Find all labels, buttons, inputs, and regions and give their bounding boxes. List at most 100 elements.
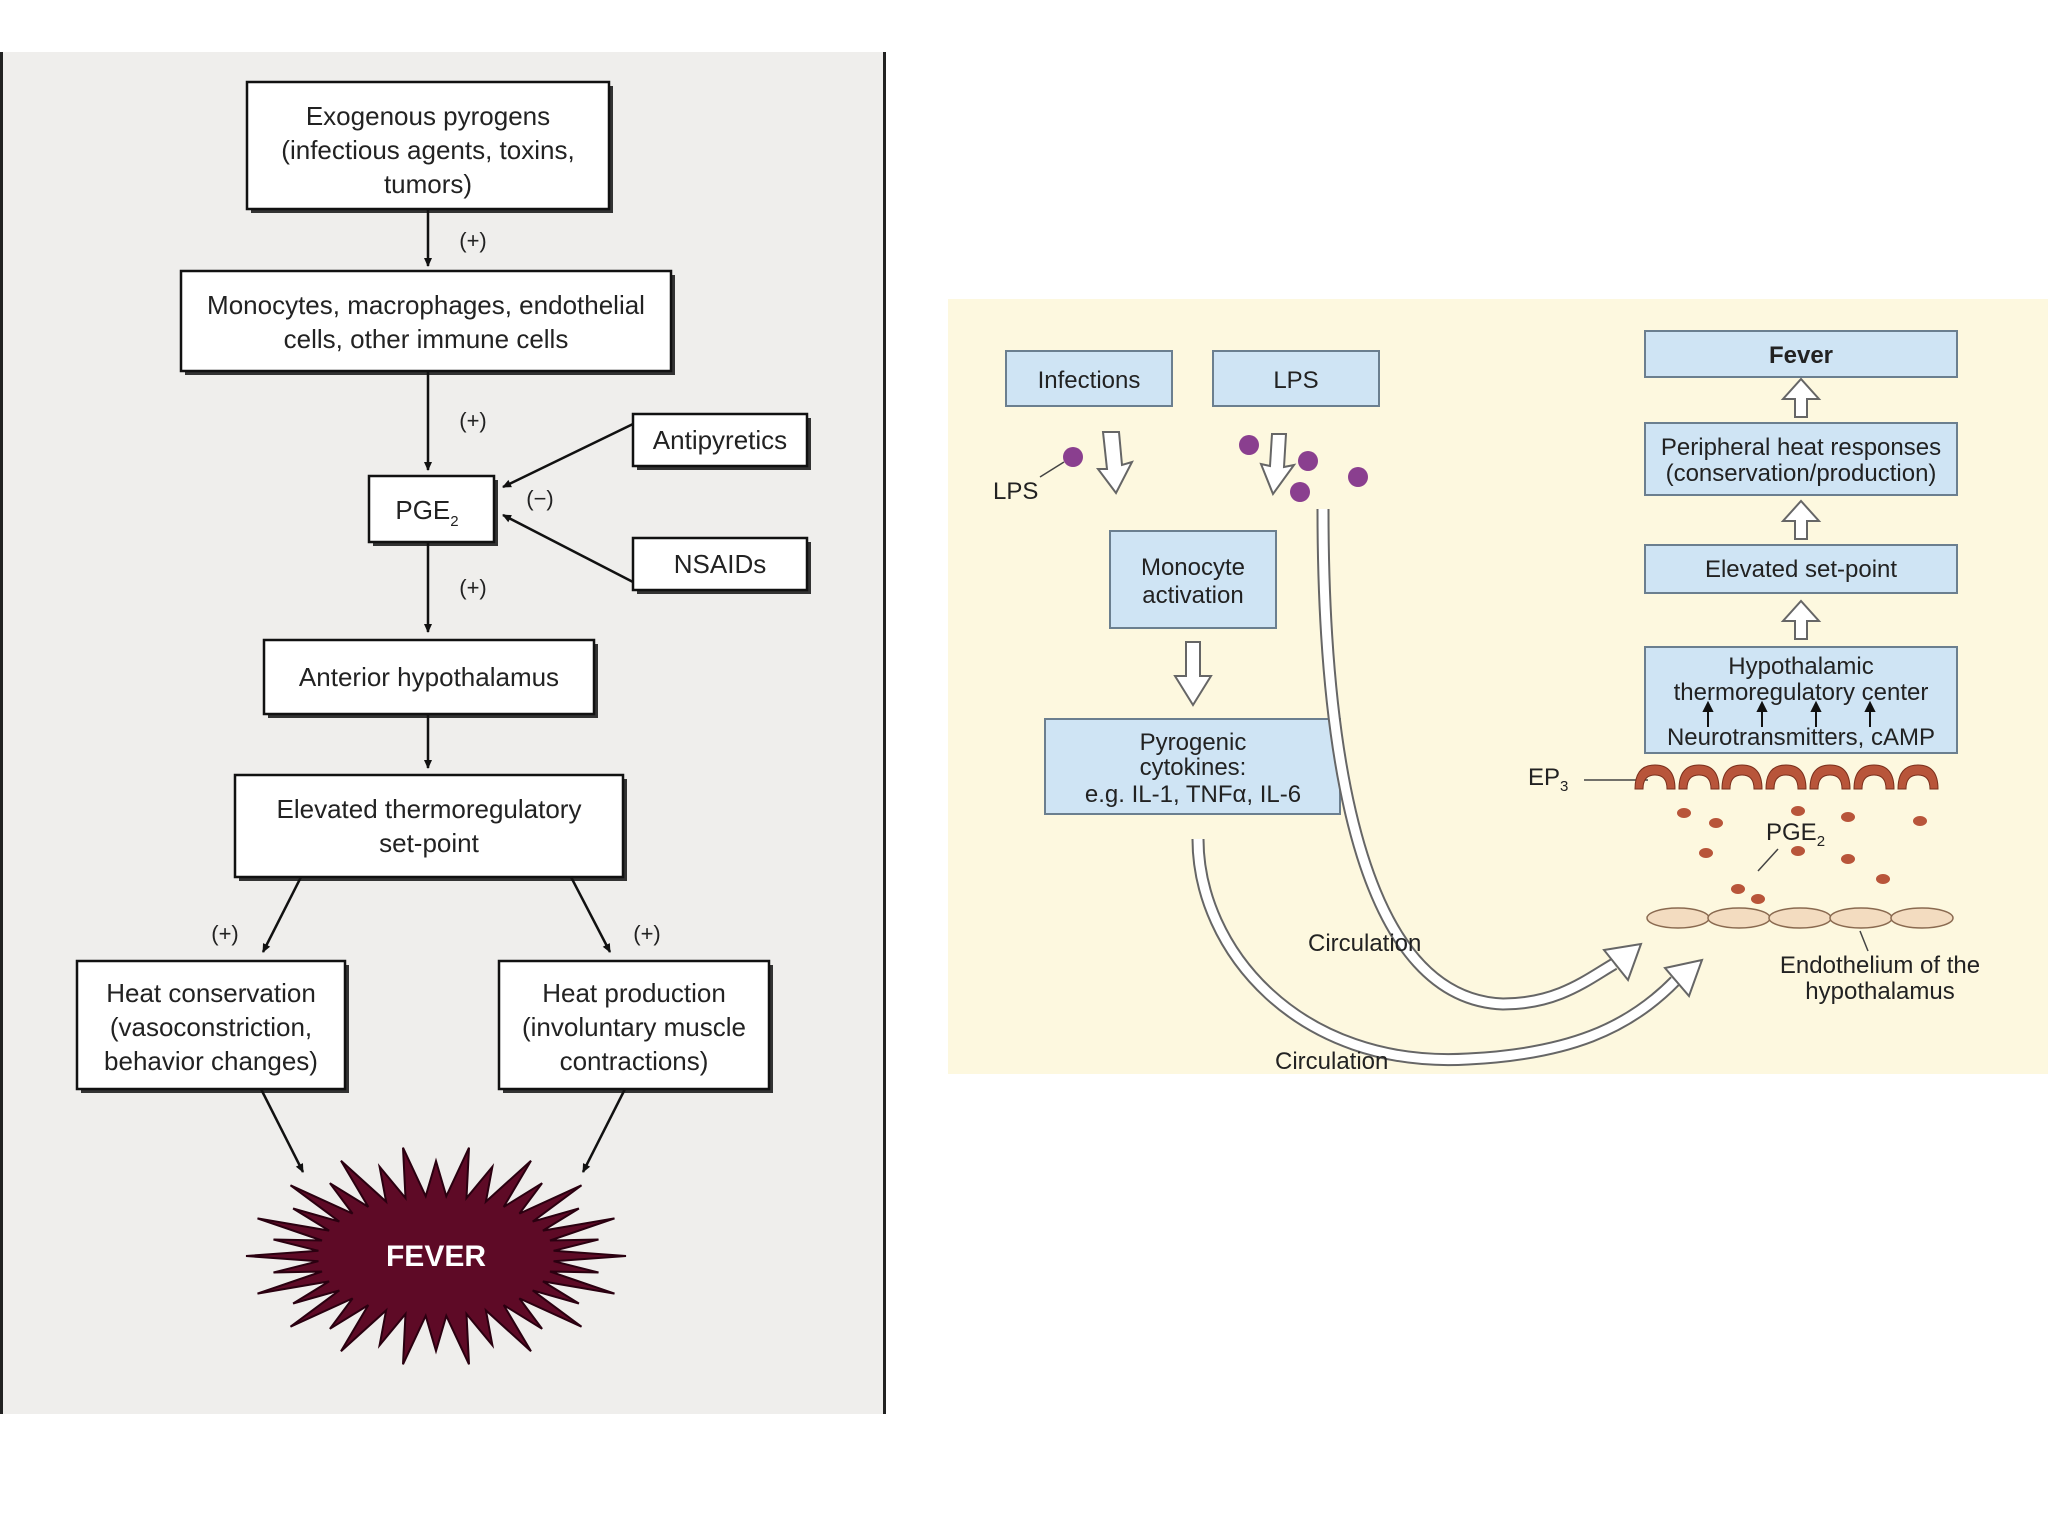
cells-box: Monocytes, macrophages, endothelial cell… — [179, 269, 675, 375]
neurotransmitter-arrows — [1702, 700, 1876, 727]
antipyretics-box: Antipyretics — [631, 412, 811, 470]
sign-plus-5: (+) — [633, 921, 661, 946]
lps-label-leader — [1039, 461, 1065, 478]
cells-line-2: cells, other immune cells — [284, 324, 569, 354]
production-line-1: Heat production — [542, 978, 726, 1008]
endothelium-cells — [1646, 907, 1954, 929]
hypo-line-1: Hypothalamic — [1728, 653, 1873, 680]
lps-particle — [1063, 447, 1083, 467]
circulation-label-1: Circulation — [1308, 930, 1421, 957]
cytokines-line-3: e.g. IL-1, TNFα, IL-6 — [1085, 781, 1301, 808]
sign-minus: (−) — [526, 486, 554, 511]
setpoint-line-1: Elevated thermoregulatory — [277, 794, 582, 824]
pge2-molecules — [1677, 806, 1927, 904]
peripheral-line-2: (conservation/production) — [1666, 460, 1937, 487]
hypothalamus-label: Anterior hypothalamus — [299, 662, 559, 692]
endothelium-line-1: Endothelium of the — [1780, 952, 1980, 979]
fever-burst-label: FEVER — [386, 1240, 486, 1273]
pge2-molecule — [1913, 816, 1927, 826]
sign-plus-4: (+) — [211, 921, 239, 946]
pyrogens-line-3: tumors) — [384, 169, 472, 199]
lps-box-label: LPS — [1273, 367, 1318, 394]
infections-label: Infections — [1038, 367, 1141, 394]
arrow-antipyretics-to-pge — [502, 422, 634, 489]
production-box: Heat production (involuntary muscle cont… — [497, 959, 773, 1093]
lps-particle — [1298, 451, 1318, 471]
svg-text:PGE2: PGE2 — [395, 495, 458, 530]
monocyte-line-2: activation — [1142, 582, 1243, 609]
fever-label: Fever — [1769, 342, 1833, 369]
pge2-molecule — [1791, 846, 1805, 856]
ep3-receptor — [1721, 764, 1763, 790]
cytokines-box: Pyrogenic cytokines: e.g. IL-1, TNFα, IL… — [1044, 718, 1341, 815]
pge2-molecule — [1841, 812, 1855, 822]
pyrogens-box: Exogenous pyrogens (infectious agents, t… — [245, 80, 613, 213]
hypo-line-2: thermoregulatory center — [1674, 679, 1929, 706]
elevated-setpoint-label: Elevated set-point — [1705, 556, 1897, 583]
hypothalamic-center-box: Hypothalamic thermoregulatory center Neu… — [1644, 646, 1958, 754]
circulation-arrowhead-2 — [1663, 958, 1704, 998]
peripheral-line-1: Peripheral heat responses — [1661, 434, 1941, 461]
lps-particle — [1290, 482, 1310, 502]
endothelium-cell — [1646, 907, 1710, 929]
pge-box: PGE2 — [367, 474, 498, 546]
endothelium-cell — [1707, 907, 1771, 929]
pge2-subscript: 2 — [1817, 833, 1825, 850]
peripheral-box: Peripheral heat responses (conservation/… — [1644, 422, 1958, 496]
production-line-2: (involuntary muscle — [522, 1012, 746, 1042]
endothelium-cell — [1768, 907, 1832, 929]
pge-subscript: 2 — [450, 513, 458, 530]
left-flowchart: Exogenous pyrogens (infectious agents, t… — [0, 52, 886, 1414]
ep3-receptors — [1634, 764, 1939, 790]
pge2-molecule — [1677, 808, 1691, 818]
circulation-path-2 — [1193, 838, 1679, 1065]
fever-burst: FEVER — [245, 1147, 627, 1365]
ep3-receptor — [1765, 764, 1807, 790]
hollow-arrow-up-3 — [1780, 599, 1822, 640]
sign-plus-3: (+) — [459, 575, 487, 600]
hollow-arrow-monocyte — [1173, 641, 1213, 707]
ep3-receptor — [1678, 764, 1720, 790]
cytokines-line-2: cytokines: — [1140, 754, 1247, 781]
circulation-arrowhead-1 — [1602, 942, 1643, 983]
ep3-receptor — [1809, 764, 1851, 790]
hollow-arrow-up-1 — [1780, 377, 1822, 418]
setpoint-box: Elevated thermoregulatory set-point — [233, 773, 627, 881]
endothelium-line-2: hypothalamus — [1805, 978, 1954, 1005]
sign-plus-2: (+) — [459, 408, 487, 433]
conservation-box: Heat conservation (vasoconstriction, beh… — [75, 959, 349, 1093]
setpoint-line-2: set-point — [379, 828, 479, 858]
arrow-nsaids-to-pge — [502, 513, 634, 584]
arrow-conservation-to-fever — [259, 1088, 305, 1173]
pge2-leader — [1757, 848, 1779, 872]
pyrogens-line-2: (infectious agents, toxins, — [281, 135, 574, 165]
pge2-label: PGE — [1766, 819, 1817, 846]
antipyretics-label: Antipyretics — [653, 425, 787, 455]
lps-particle — [1348, 467, 1368, 487]
circulation-path-1 — [1318, 508, 1617, 1009]
nsaids-box: NSAIDs — [631, 536, 811, 594]
conservation-line-2: (vasoconstriction, — [110, 1012, 312, 1042]
hypothalamus-box: Anterior hypothalamus — [262, 638, 598, 718]
pge-label: PGE — [395, 495, 450, 525]
elevated-setpoint-box: Elevated set-point — [1644, 544, 1958, 594]
pge2-molecule — [1841, 854, 1855, 864]
pge2-molecule — [1751, 894, 1765, 904]
hollow-arrow-lps — [1259, 433, 1297, 497]
svg-text:EP3: EP3 — [1528, 764, 1568, 795]
conservation-line-3: behavior changes) — [104, 1046, 318, 1076]
arrow-setpoint-to-production — [569, 876, 612, 953]
nsaids-label: NSAIDs — [674, 549, 766, 579]
left-flowchart-svg: Exogenous pyrogens (infectious agents, t… — [75, 80, 811, 1365]
endothelium-cell — [1829, 907, 1893, 929]
lps-label: LPS — [993, 478, 1038, 505]
sign-plus-1: (+) — [459, 228, 487, 253]
right-diagram-svg: Infections LPS LPS Monocyte activation — [993, 330, 1980, 1075]
infections-box: Infections — [1005, 350, 1173, 407]
ep3-receptor — [1634, 764, 1676, 790]
monocyte-box: Monocyte activation — [1109, 530, 1277, 629]
neuro-label: Neurotransmitters, cAMP — [1667, 724, 1935, 751]
endothelium-cell — [1890, 907, 1954, 929]
ep3-subscript: 3 — [1560, 778, 1568, 795]
pge2-molecule — [1709, 818, 1723, 828]
